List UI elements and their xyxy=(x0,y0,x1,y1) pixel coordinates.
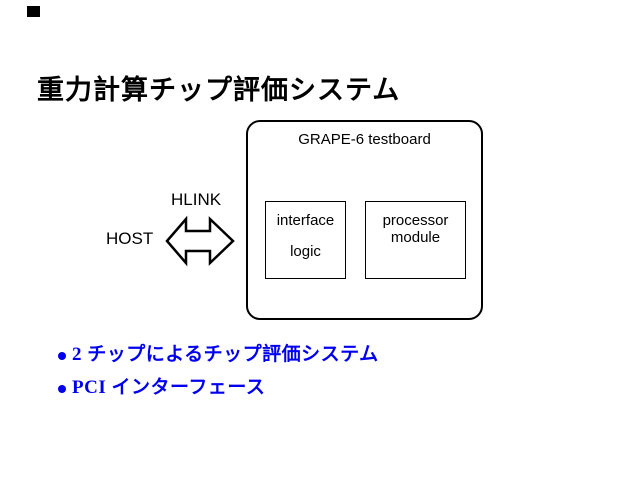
interface-logic-box: interface logic xyxy=(265,201,346,279)
hlink-label: HLINK xyxy=(171,190,222,209)
interface-box-line2: logic xyxy=(290,243,321,260)
processor-box-line2: module xyxy=(390,229,441,246)
grape6-testboard-box: GRAPE-6 testboard interface logic proces… xyxy=(246,120,483,320)
bullet-item-chip-eval: 2 チップによるチップ評価システム xyxy=(72,344,379,365)
interface-box-line1: interface xyxy=(276,212,335,229)
bullet-icon xyxy=(58,385,66,393)
processor-module-box: processor module xyxy=(365,201,466,279)
bidirectional-arrow-icon xyxy=(165,215,235,267)
slide-corner-mark xyxy=(27,6,40,17)
slide-title: 重力計算チップ評価システム xyxy=(37,75,401,106)
bullet-item-pci: PCI インターフェース xyxy=(72,377,266,398)
processor-box-line1: processor xyxy=(382,212,449,229)
bullet-icon xyxy=(58,352,66,360)
host-label: HOST xyxy=(106,229,154,248)
board-label: GRAPE-6 testboard xyxy=(298,131,431,148)
